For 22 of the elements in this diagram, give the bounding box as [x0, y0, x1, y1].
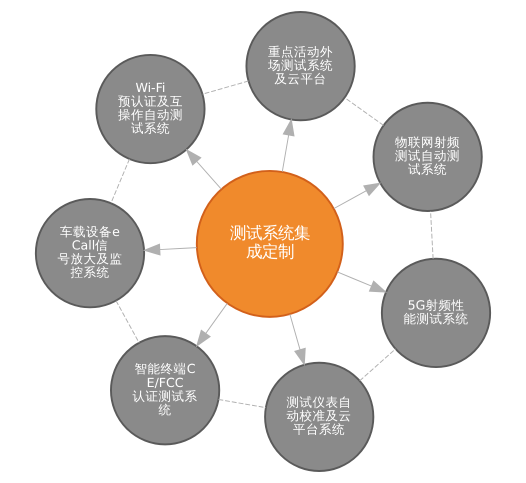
node-circle: 智能终端CE/FCC认证测试系统 — [110, 335, 220, 446]
arrow — [282, 118, 295, 172]
node-circle: Wi-Fi预认证及互操作自动测试系统 — [95, 54, 206, 164]
arrow — [336, 271, 388, 293]
arrow — [334, 182, 382, 209]
connector — [344, 97, 384, 126]
node-circle: 5G射频性能测试系统 — [380, 258, 492, 368]
arrow — [186, 148, 222, 190]
arrow — [142, 243, 198, 256]
node-circle: 车载设备eCall信号放大及监控系统 — [34, 198, 146, 308]
node-circle: 物联网射频测试自动测试系统 — [372, 102, 483, 212]
arrow — [196, 302, 228, 348]
node-circle: 测试仪表自动校准及云平台系统 — [264, 362, 374, 472]
connector — [430, 210, 434, 260]
connector — [218, 399, 266, 408]
node-circle: 测试系统集成定制 — [196, 170, 344, 318]
connector — [202, 80, 249, 95]
node-circle: 重点活动外场测试系统及云平台 — [245, 11, 356, 122]
connector — [116, 300, 140, 344]
arrow — [289, 314, 306, 366]
connector — [110, 158, 130, 204]
connector — [359, 348, 396, 382]
